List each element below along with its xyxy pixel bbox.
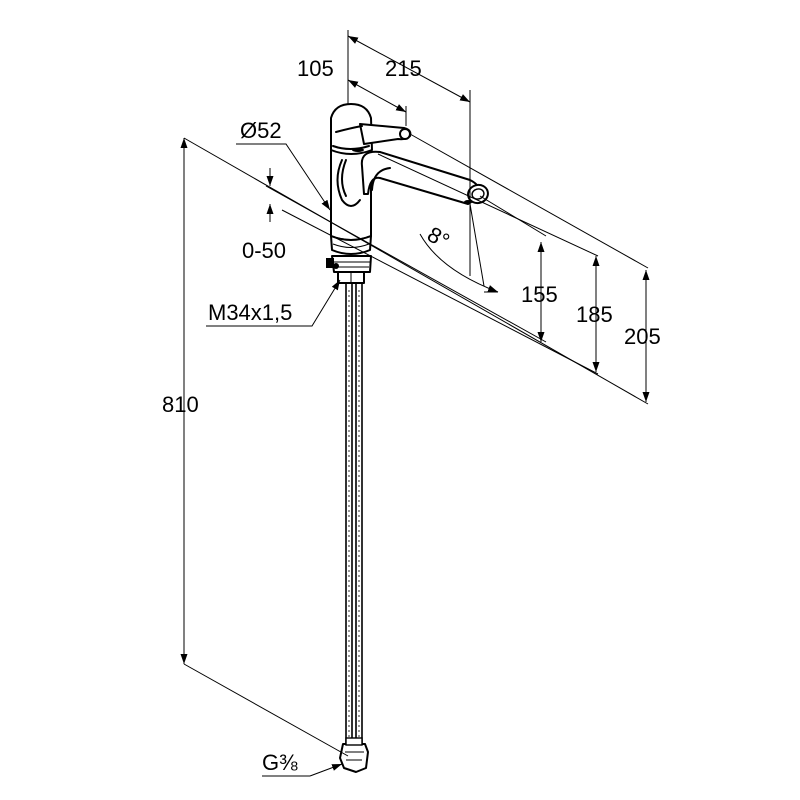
dim-185-label: 185 (576, 302, 613, 327)
dim-105-label: 105 (297, 56, 334, 81)
dim-reach: 215 105 (297, 30, 471, 272)
faucet-body (330, 149, 372, 255)
dim-810: 810 (162, 138, 349, 757)
hose-end-fitting (339, 737, 369, 773)
dim-185: 185 (576, 256, 613, 372)
dim-155: 155 (521, 242, 558, 342)
lever-ref-line (409, 133, 649, 269)
dim-diameter-label: Ø52 (240, 118, 282, 143)
dim-thread-label: M34x1,5 (208, 300, 292, 325)
dim-connection-label: G⅜ (262, 750, 298, 775)
spout-ref-line (479, 195, 547, 237)
dim-205: 205 (624, 270, 661, 402)
dim-155-label: 155 (521, 282, 558, 307)
dim-205-label: 205 (624, 324, 661, 349)
dim-deck-thickness: 0-50 (242, 168, 286, 263)
mounting-nut (326, 255, 372, 284)
deck-ref-line-2 (281, 209, 599, 375)
mid-ref-line (377, 153, 599, 257)
dim-diameter: Ø52 (236, 118, 331, 211)
lever-handle (330, 103, 412, 155)
dimensions: 215 105 Ø52 0-50 M34x1,5 8° (162, 30, 661, 777)
dim-connection: G⅜ (262, 750, 343, 777)
supply-hose (345, 281, 363, 748)
dim-thread: M34x1,5 (206, 279, 341, 327)
dim-deck-label: 0-50 (242, 238, 286, 263)
dim-810-label: 810 (162, 392, 199, 417)
dim-215-label: 215 (385, 56, 422, 81)
spout (360, 150, 489, 205)
faucet (326, 103, 489, 773)
dim-angle-label: 8° (423, 222, 454, 254)
deck-ref-line (265, 185, 547, 343)
